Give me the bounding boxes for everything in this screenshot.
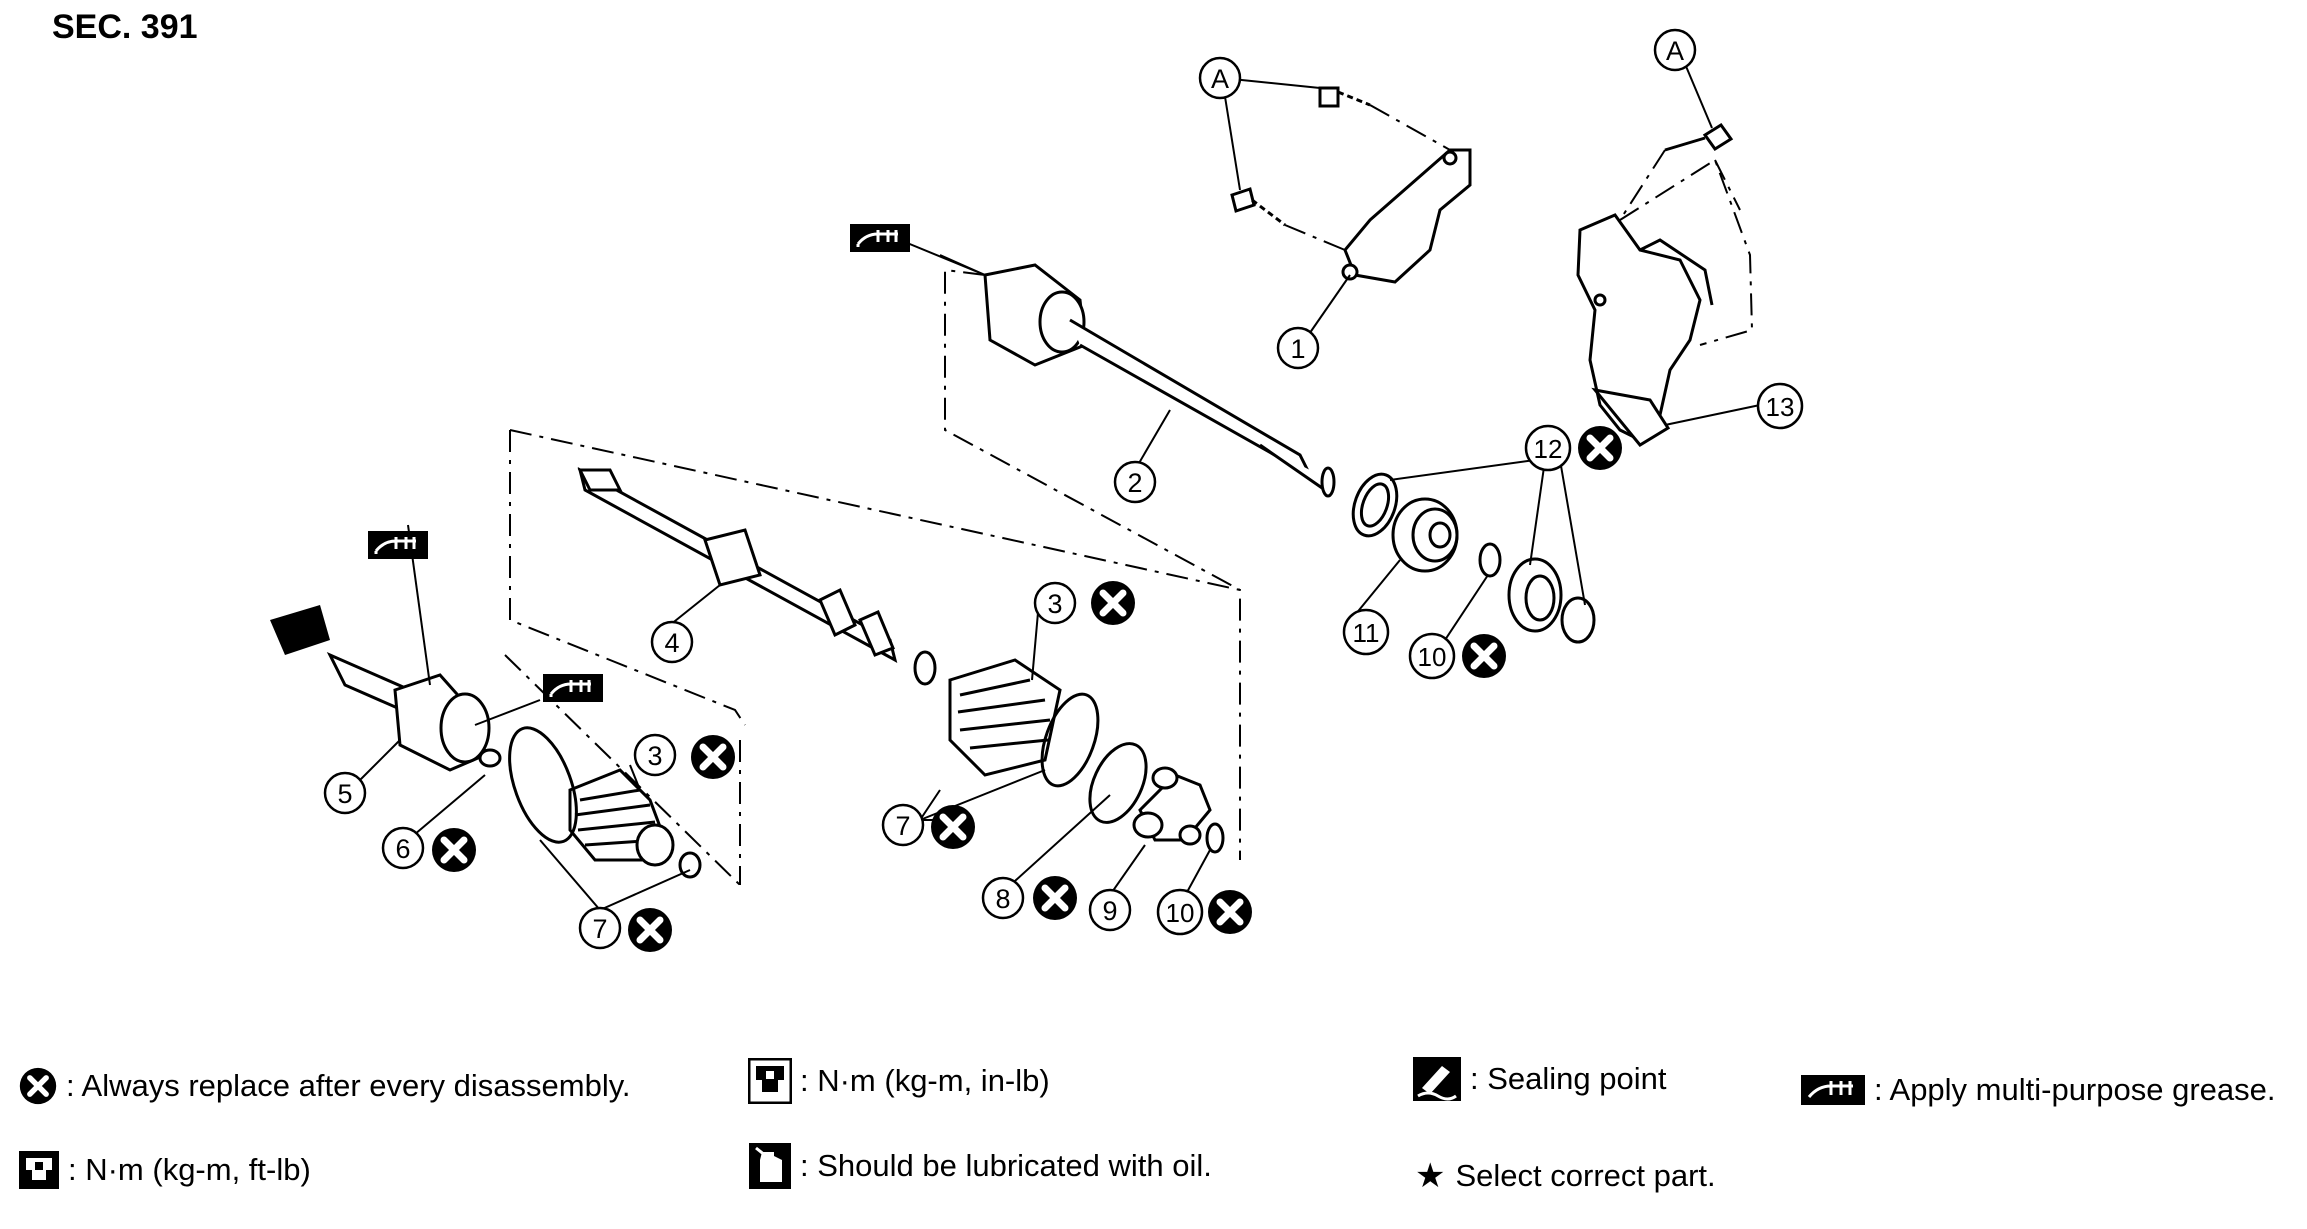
outer-joint-part	[326, 651, 502, 772]
bearing-part	[1391, 497, 1459, 573]
callout-11: 11	[1342, 608, 1390, 656]
replace-x-icon	[931, 805, 975, 849]
svg-text:7: 7	[895, 811, 910, 841]
bracket-bolts	[1230, 86, 1371, 227]
legend-torque-ft-text: : N·m (kg-m, ft-lb)	[68, 1152, 311, 1187]
outer-boot-part	[568, 768, 675, 867]
seal-part	[1507, 557, 1596, 644]
legend-select-text: Select correct part.	[1455, 1158, 1716, 1193]
callout-6: 6	[381, 826, 425, 870]
callout-10b: 10	[1408, 632, 1456, 680]
grease-icon	[541, 672, 605, 704]
callout-4: 4	[650, 620, 694, 664]
replace-x-icon	[1091, 581, 1135, 625]
legend-grease-text: : Apply multi-purpose grease.	[1874, 1072, 2276, 1107]
svg-text:1: 1	[1290, 334, 1305, 364]
arrow-icon	[270, 605, 330, 655]
svg-text:12: 12	[1534, 434, 1563, 464]
sealing-point-icon	[1413, 1057, 1461, 1101]
torque-wrench-icon	[748, 1058, 792, 1104]
svg-text:9: 9	[1102, 896, 1117, 926]
svg-text:5: 5	[337, 779, 352, 809]
callout-8: 8	[981, 876, 1025, 920]
legend-replace-text: : Always replace after every disassembly…	[66, 1068, 631, 1103]
svg-text:A: A	[1211, 64, 1229, 94]
oil-can-icon	[749, 1143, 791, 1189]
grease-markers	[366, 222, 912, 704]
torque-wrench-icon	[19, 1151, 59, 1189]
section-label: SEC. 391	[52, 8, 198, 46]
circlip-10	[1205, 822, 1225, 854]
legend-torque-in-text: : N·m (kg-m, in-lb)	[800, 1063, 1050, 1098]
svg-text:6: 6	[395, 834, 410, 864]
svg-text:11: 11	[1353, 618, 1380, 648]
callout-7a: 7	[578, 906, 622, 950]
legend-sealing-text: : Sealing point	[1470, 1061, 1667, 1096]
legend-replace: : Always replace after every disassembly…	[18, 1066, 631, 1106]
replace-x-icon	[1033, 876, 1077, 920]
legend-sealing: : Sealing point	[1412, 1056, 1666, 1102]
star-icon: ★	[1415, 1157, 1446, 1195]
callout-10a: 10	[1156, 888, 1204, 936]
replace-x-icon	[1578, 426, 1622, 470]
inner-boot-part	[948, 658, 1062, 777]
svg-text:3: 3	[647, 741, 662, 771]
callout-7b: 7	[881, 803, 925, 847]
callout-12: 12	[1524, 424, 1572, 472]
legend-oil-text: : Should be lubricated with oil.	[800, 1148, 1212, 1183]
inner-boot-bands	[913, 650, 1100, 788]
legend-torque-in: : N·m (kg-m, in-lb)	[748, 1058, 1050, 1104]
replace-x-icon	[628, 908, 672, 952]
svg-text:10: 10	[1418, 642, 1447, 672]
grease-icon	[1801, 1075, 1865, 1105]
bracket-part	[1341, 148, 1472, 284]
callout-13: 13	[1756, 382, 1804, 430]
replace-x-icon	[19, 1067, 57, 1105]
spider-assembly-part	[1132, 766, 1212, 846]
circlip-10b	[1478, 542, 1502, 578]
replace-x-icon	[432, 828, 476, 872]
outer-shaft-part	[577, 467, 898, 663]
legend-grease: : Apply multi-purpose grease.	[1800, 1072, 2276, 1108]
outer-boot-bands	[508, 726, 702, 879]
svg-text:8: 8	[995, 884, 1010, 914]
dust-shield-part	[1351, 472, 1399, 538]
replace-x-icon	[691, 735, 735, 779]
replace-x-icon	[1208, 890, 1252, 934]
snap-ring-8	[1088, 742, 1148, 824]
svg-text:A: A	[1666, 36, 1684, 66]
svg-text:4: 4	[664, 628, 679, 658]
inner-shaft-part	[983, 263, 1336, 498]
callout-2: 2	[1113, 460, 1157, 504]
svg-text:7: 7	[592, 914, 607, 944]
grease-icon	[366, 529, 430, 561]
legend-select: ★ Select correct part.	[1415, 1156, 1716, 1196]
replace-x-icon	[1462, 634, 1506, 678]
callout-5: 5	[323, 771, 367, 815]
grease-icon	[848, 222, 912, 254]
svg-text:13: 13	[1766, 392, 1795, 422]
knuckle-bolt	[1619, 122, 1734, 221]
svg-text:2: 2	[1127, 468, 1142, 498]
svg-text:3: 3	[1047, 589, 1062, 619]
callout-1: 1	[1276, 326, 1320, 370]
legend-oil: : Should be lubricated with oil.	[748, 1142, 1212, 1190]
svg-text:10: 10	[1166, 898, 1195, 928]
callout-a-right: A	[1653, 28, 1697, 72]
callout-3b: 3	[633, 733, 677, 777]
callout-9: 9	[1088, 888, 1132, 932]
callout-3a: 3	[1033, 581, 1077, 625]
knuckle-part	[1576, 213, 1714, 447]
legend-torque-ft: : N·m (kg-m, ft-lb)	[18, 1150, 311, 1190]
callout-a-left: A	[1198, 56, 1242, 100]
